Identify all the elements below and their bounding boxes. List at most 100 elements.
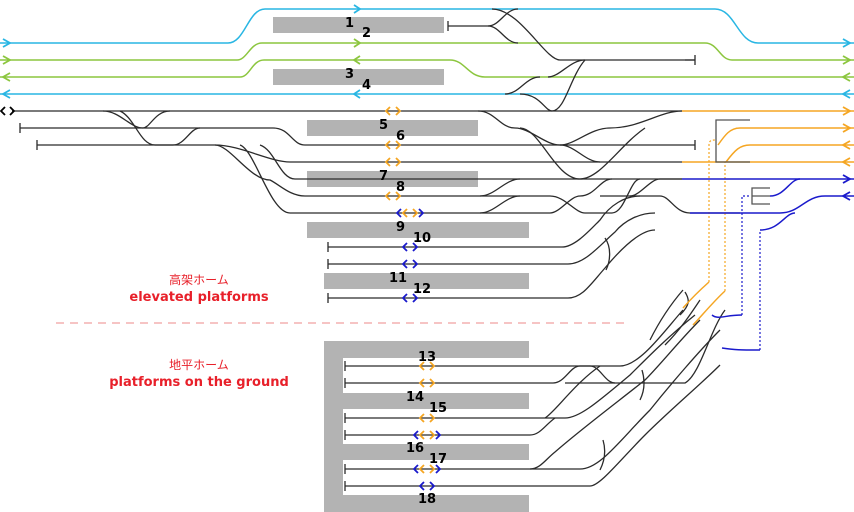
crossover xyxy=(448,8,519,27)
track-number-14: 14 xyxy=(406,390,424,405)
line-local-9 xyxy=(239,144,550,214)
track-number-7: 7 xyxy=(379,169,388,184)
line-blue-ramp-1 xyxy=(711,314,743,318)
track-number-2: 2 xyxy=(362,26,371,41)
line-orange-3 xyxy=(725,144,854,163)
track-number-11: 11 xyxy=(389,271,407,286)
arrow-green-mid-left xyxy=(352,55,361,65)
platform-11-12 xyxy=(324,273,529,289)
line-local-2 xyxy=(19,123,696,150)
track-number-9: 9 xyxy=(396,220,405,235)
track-number-12: 12 xyxy=(413,282,431,297)
direction-arrow-blue xyxy=(395,208,425,218)
track-15 xyxy=(344,314,696,423)
line-blue-branch-2 xyxy=(759,212,796,231)
arrow-cyan-left xyxy=(1,89,11,99)
track-11 xyxy=(327,212,656,269)
track-number-17: 17 xyxy=(429,452,447,467)
direction-arrow-blue xyxy=(412,430,442,440)
arrow-green-left xyxy=(1,72,11,82)
track-10 xyxy=(327,195,641,252)
line-green-inbound xyxy=(0,59,854,78)
direction-arrow-orange xyxy=(418,361,436,371)
track-number-3: 3 xyxy=(345,67,354,82)
buffer-stop xyxy=(685,55,696,65)
track-number-6: 6 xyxy=(396,129,405,144)
line-orange-hidden-1 xyxy=(708,139,717,282)
line-blue-branch xyxy=(769,178,801,197)
track-18 xyxy=(344,364,721,491)
track-number-18: 18 xyxy=(418,492,436,507)
line-blue-hidden-1 xyxy=(741,195,750,315)
arrow-local-both xyxy=(0,106,16,116)
arrow-cyan-right xyxy=(2,38,12,48)
crossover xyxy=(491,8,695,61)
section-label-elevated-en: elevated platforms xyxy=(129,290,268,305)
crossover xyxy=(479,178,641,214)
line-blue-ramp-2 xyxy=(721,347,761,351)
direction-arrow-orange xyxy=(384,140,402,150)
direction-arrow-orange xyxy=(418,413,436,423)
line-local-3 xyxy=(36,140,682,163)
platform-3-4 xyxy=(273,69,444,85)
platform-5-6 xyxy=(307,120,478,136)
arrow-cyan-mid-right xyxy=(353,4,362,14)
line-local-8 xyxy=(259,144,682,180)
direction-arrow-orange xyxy=(384,106,402,116)
direction-arrow-orange xyxy=(418,430,436,440)
direction-arrow-orange xyxy=(418,378,436,388)
track-number-4: 4 xyxy=(362,78,371,93)
track-16 xyxy=(344,365,601,440)
line-local-to-blue xyxy=(600,195,740,214)
section-label-ground-jp: 地平ホーム xyxy=(169,358,229,372)
crossover xyxy=(549,178,613,214)
track-number-15: 15 xyxy=(429,401,447,416)
track-number-1: 1 xyxy=(345,16,354,31)
crossover xyxy=(519,59,586,112)
crossover xyxy=(487,25,519,44)
direction-arrow-orange xyxy=(384,191,402,201)
platform-9-10 xyxy=(307,222,529,238)
direction-arrow-blue xyxy=(401,293,419,303)
track-number-10: 10 xyxy=(413,231,431,246)
crossover xyxy=(559,110,683,146)
direction-arrow-orange xyxy=(384,157,402,167)
siding-blue xyxy=(751,187,770,205)
track-number-5: 5 xyxy=(379,118,388,133)
line-green-outbound xyxy=(0,42,854,61)
track-number-16: 16 xyxy=(406,441,424,456)
crossover xyxy=(102,110,171,129)
section-label-elevated-jp: 高架ホーム xyxy=(169,272,229,287)
line-cyan-outbound xyxy=(0,8,854,44)
track-14b xyxy=(565,309,726,384)
arrow-green-right xyxy=(2,55,12,65)
section-label-ground-en: platforms on the ground xyxy=(109,375,289,390)
line-blue-2 xyxy=(690,195,854,214)
arrow-right-edge xyxy=(841,38,852,201)
line-orange-ramp-1 xyxy=(682,281,710,309)
track-13 xyxy=(344,361,616,384)
arrow-green-mid-right xyxy=(353,38,362,48)
track-16b xyxy=(529,319,701,470)
line-orange-2 xyxy=(717,127,854,146)
arrow-cyan-mid-left xyxy=(352,89,361,99)
direction-arrow-orange xyxy=(418,464,436,474)
track-14 xyxy=(344,309,684,388)
direction-arrow-orange xyxy=(401,208,419,218)
ramp xyxy=(649,289,701,346)
direction-arrow-blue xyxy=(412,464,442,474)
crossover xyxy=(547,59,586,78)
crossover xyxy=(604,237,611,271)
track-number-13: 13 xyxy=(418,350,436,365)
crossover xyxy=(519,127,646,180)
track-12 xyxy=(327,229,656,303)
crossover xyxy=(119,110,201,146)
crossover xyxy=(504,76,541,95)
platform-1-2 xyxy=(273,17,444,33)
siding-orange xyxy=(715,119,750,163)
track-number-8: 8 xyxy=(396,180,405,195)
direction-arrow-blue xyxy=(401,242,419,252)
line-local-7 xyxy=(214,144,550,197)
line-orange-ramp-2 xyxy=(692,290,726,326)
